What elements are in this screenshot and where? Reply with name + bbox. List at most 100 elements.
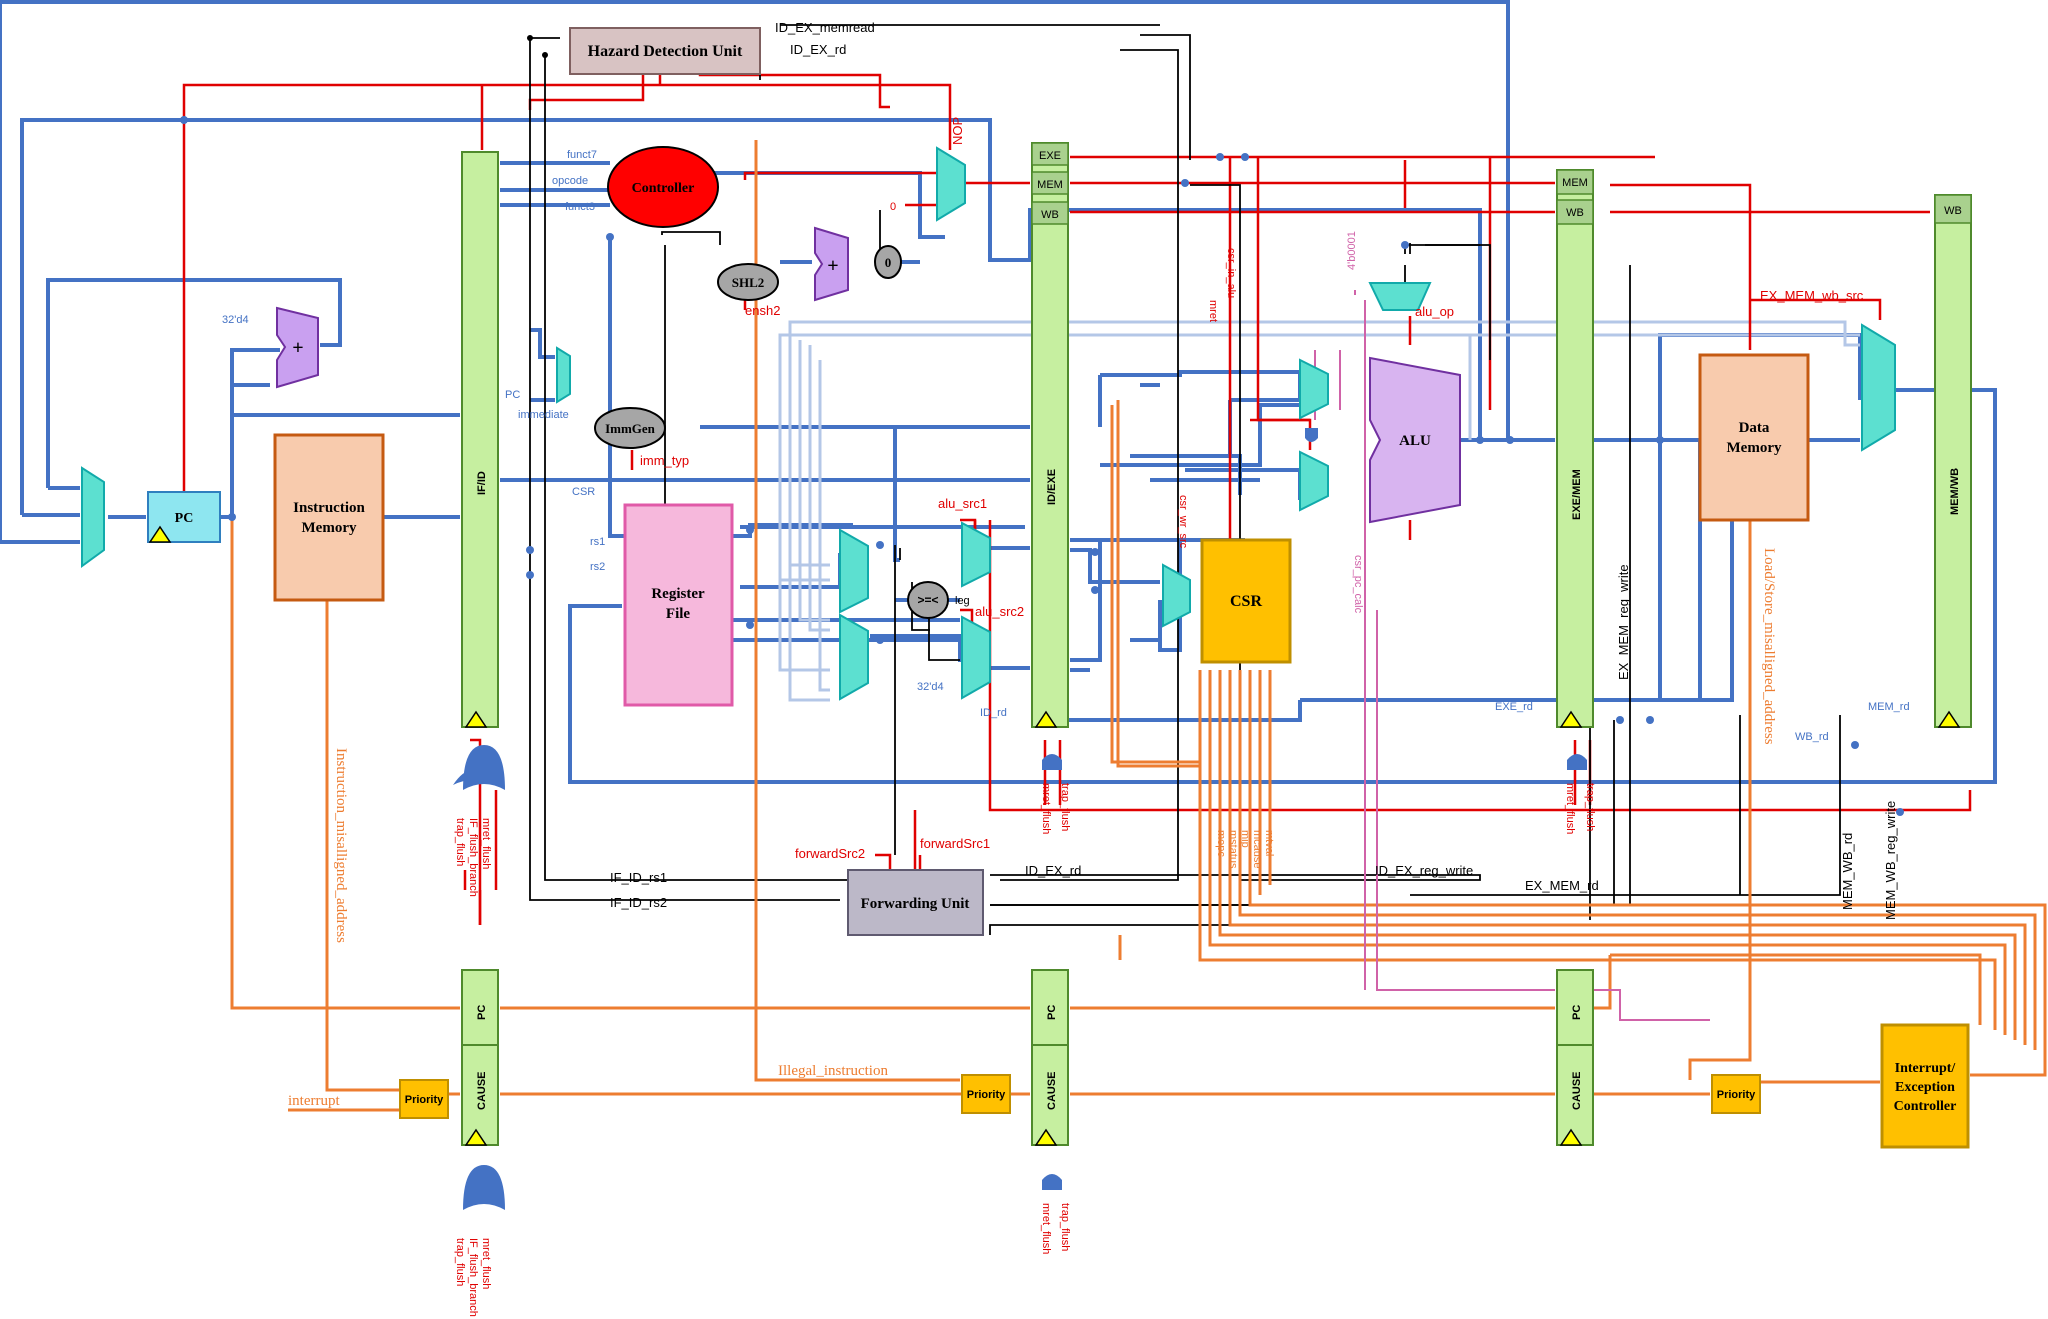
lbl-imm-typ: imm_typ <box>640 453 689 468</box>
csr-wr-mux <box>1162 563 1191 628</box>
lbl-mem-wb-rd: MEM_WB_rd <box>1840 833 1855 910</box>
lbl-id-ex-reg-write: ID_EX_reg_write <box>1375 863 1473 878</box>
immgen: ImmGen <box>594 407 666 449</box>
pc-label: PC <box>175 511 194 526</box>
signal-labels: ID_EX_memread ID_EX_rd NOP funct7 opcode… <box>222 20 1910 1317</box>
lbl-id-rd: ID_rd <box>980 707 1007 719</box>
lbl-id-ex-rd-2: ID_EX_rd <box>1025 863 1081 878</box>
wires-blue-bus <box>0 0 1997 784</box>
lbl-trap-flush-2: trap_flush <box>454 1238 466 1286</box>
pipe-id-exe: EXE MEM WB ID/EXE <box>1031 142 1069 728</box>
lbl-forwardsrc2: forwardSrc2 <box>795 846 865 861</box>
lbl-alu-op: alu_op <box>1415 304 1454 319</box>
shl2-label: SHL2 <box>732 275 765 290</box>
lbl-immediate: immediate <box>518 409 569 421</box>
lbl-rs2: rs2 <box>590 561 605 573</box>
lbl-mepc: mepc <box>1215 830 1227 857</box>
lbl-if-flush-branch-1: IF_flush_branch <box>467 818 479 897</box>
lbl-csr: CSR <box>572 486 595 498</box>
lbl-32d4b: 32'd4 <box>917 681 944 693</box>
lbl-wb-rd: WB_rd <box>1795 731 1829 743</box>
or-gate-exc1 <box>463 1165 505 1210</box>
priority-2: Priority <box>961 1074 1011 1114</box>
lbl-32d4: 32'd4 <box>222 314 249 326</box>
wires-red-control <box>182 70 1972 925</box>
pc-adder-plus: + <box>292 337 303 359</box>
or-gate-ifid <box>453 745 505 790</box>
lbl-ensh2: ensh2 <box>745 303 780 318</box>
lbl-mret-flush-5: mret_flush <box>1040 1203 1052 1254</box>
mem-wb-wb-label: WB <box>1944 205 1962 217</box>
lbl-rs1: rs1 <box>590 536 605 548</box>
alu-src1-mux <box>961 521 991 588</box>
and-gate-exemem <box>1567 754 1587 770</box>
lbl-leg: leg <box>955 595 970 607</box>
regfile-label-1: Register <box>651 586 705 602</box>
lbl-id-ex-rd: ID_EX_rd <box>790 42 846 57</box>
fwd-label: Forwarding Unit <box>861 896 970 912</box>
small-and-gate <box>1305 428 1318 442</box>
lbl-mstatus: mstatus <box>1227 830 1239 869</box>
forward-mux-2 <box>839 613 869 701</box>
hazard-label: Hazard Detection Unit <box>588 43 743 60</box>
lbl-if-id-rs2: IF_ID_rs2 <box>610 895 667 910</box>
imem-label-2: Memory <box>302 520 357 536</box>
regfile-label-2: File <box>666 606 690 622</box>
lbl-4b0001: 4'b0001 <box>1346 231 1358 270</box>
intc-label-3: Controller <box>1894 1099 1957 1114</box>
branch-adder: + <box>814 226 849 302</box>
intc-label-1: Interrupt/ <box>1895 1061 1957 1076</box>
priority-1: Priority <box>399 1079 449 1119</box>
dmem-label-2: Memory <box>1727 440 1782 456</box>
forwarding-unit: Forwarding Unit <box>847 869 984 936</box>
pipe-exe-mem: MEM WB EXE/MEM <box>1556 169 1594 728</box>
and-gate-exc2 <box>1042 1174 1062 1190</box>
id-exe-label: ID/EXE <box>1046 469 1058 505</box>
lbl-alu-src2: alu_src2 <box>975 604 1024 619</box>
branch-adder-plus: + <box>827 255 838 277</box>
comparator: >=< <box>907 581 949 619</box>
exc1-pc-label: PC <box>476 1005 488 1020</box>
shl2-unit: SHL2 <box>717 263 779 301</box>
lbl-csr-pc-calc: csr_pc_calc <box>1352 555 1364 614</box>
exc2-pc-label: PC <box>1046 1005 1058 1020</box>
lbl-opcode: opcode <box>552 175 588 187</box>
lbl-ls-misaligned: Load/Store_misalligned_address <box>1761 548 1777 745</box>
lbl-if-flush-branch-2: IF_flush_branch <box>467 1238 479 1317</box>
lbl-mret-flush-3: mret_flush <box>1040 783 1052 834</box>
zero-label: 0 <box>885 255 892 270</box>
csr-label: CSR <box>1230 593 1262 610</box>
lbl-ex-mem-reg-write: EX_MEM_reg_write <box>1616 564 1631 680</box>
id-exe-mem-label: MEM <box>1037 179 1063 191</box>
lbl-mret-flush-1: mret_flush <box>480 818 492 869</box>
controller: Controller <box>607 146 719 228</box>
pipe-mem-wb: WB MEM/WB <box>1934 194 1972 728</box>
lbl-illegal: Illegal_instruction <box>778 1063 888 1079</box>
exe-mem-wb-label: WB <box>1566 207 1584 219</box>
lbl-mtval: mtval <box>1263 830 1275 856</box>
lbl-interrupt: interrupt <box>288 1093 340 1109</box>
comparator-label: >=< <box>917 593 938 607</box>
priority-2-label: Priority <box>967 1089 1006 1101</box>
exe-mem-mem-label: MEM <box>1562 177 1588 189</box>
mem-wb-label: MEM/WB <box>1949 468 1961 515</box>
dmem-label-1: Data <box>1739 420 1770 436</box>
data-memory: Data Memory <box>1698 353 1810 522</box>
lbl-mret: mret <box>1207 300 1219 322</box>
lbl-trap-flush-4: trap_flush <box>1584 783 1596 831</box>
pc-mux <box>81 466 105 568</box>
alu-src2-mux <box>961 615 991 700</box>
pc-adder: + <box>276 306 319 389</box>
csr-unit: CSR <box>1200 538 1292 664</box>
lbl-funct3: funct3 <box>565 201 595 213</box>
register-file: Register File <box>623 503 734 707</box>
lbl-mem-rd: MEM_rd <box>1868 701 1910 713</box>
alu-in-mux-b <box>1299 450 1329 512</box>
exc-pipe-1: PC CAUSE <box>461 969 499 1146</box>
lbl-mip: mip <box>1239 830 1251 848</box>
lbl-nop: NOP <box>950 117 965 145</box>
if-id-label: IF/ID <box>476 471 488 495</box>
lbl-csr-in-alu: csr_in_alu <box>1225 248 1237 298</box>
exc3-cause-label: CAUSE <box>1571 1071 1583 1110</box>
priority-1-label: Priority <box>405 1094 444 1106</box>
